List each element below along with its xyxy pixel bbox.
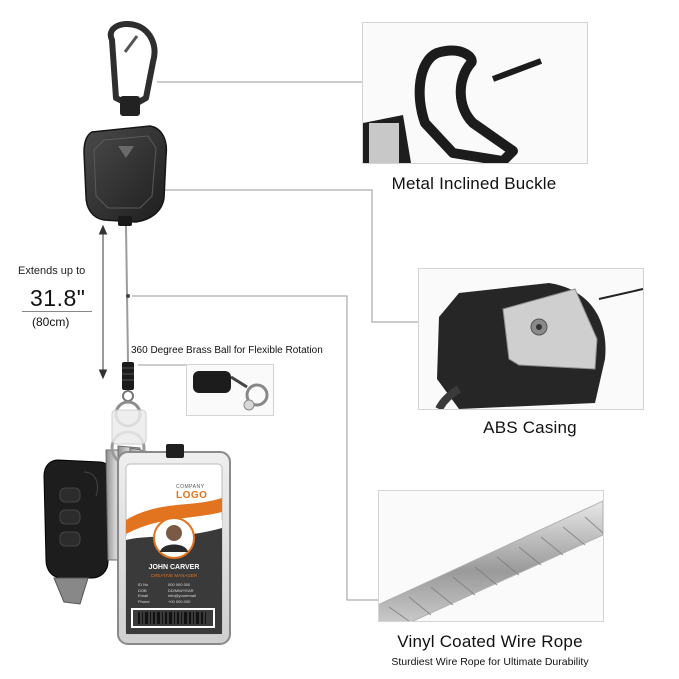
card-field-label: Email [138,593,149,598]
carabiner-icon [107,20,158,116]
card-field-row: ID No 000 000 000 [138,582,218,588]
measurement-divider [22,311,92,312]
card-company-logo: LOGO [176,490,208,501]
buckle-detail-panel [362,22,588,164]
card-name: JOHN CARVER [148,564,200,571]
card-role: CREATIVE MANAGER [150,573,198,578]
card-field-value: +00 000 000 [168,598,191,604]
leader-line-wire [132,295,378,601]
casing-icon [83,125,168,226]
wire-rope [125,225,129,363]
card-field-value: info@youremail [168,593,196,598]
card-field-label: DOB [138,587,147,593]
casing-caption: ABS Casing [483,418,577,437]
card-field-label: ID No [138,582,149,587]
casing-detail-panel [418,268,644,410]
card-field-value: 000 000 000 [168,582,191,587]
rotation-note: 360 Degree Brass Ball for Flexible Rotat… [131,345,323,356]
brass-ball-detail-icon [193,371,269,411]
card-field-value: DD/MM/YEAR [168,587,194,593]
buckle-caption: Metal Inclined Buckle [391,174,557,193]
leader-line-casing [150,189,418,323]
card-field-row: DOB DD/MM/YEAR [138,588,218,594]
card-field-label: Phone [138,598,150,604]
card-company-small: COMPANY [176,484,205,490]
car-key-icon [43,459,113,605]
wire-rope-detail-panel [378,490,604,622]
extension-length-inches: 31.8" [30,285,86,311]
id-card-holder [117,444,231,645]
wire-rope-caption: Vinyl Coated Wire Rope [397,632,583,651]
card-field-row: Phone +00 000 000 [138,599,218,605]
barcode [138,612,206,624]
measurement-arrow [98,224,108,380]
wire-rope-detail-icon [379,500,603,621]
card-field-row: Email info@youremail [138,593,218,599]
extends-label: Extends up to [18,265,86,277]
casing-detail-icon [435,283,643,409]
wire-rope-subcaption: Sturdiest Wire Rope for Ultimate Durabil… [391,656,589,668]
extension-length-cm: (80cm) [32,315,70,329]
brass-ball-detail-panel [186,364,274,416]
buckle-detail-icon [363,45,543,163]
